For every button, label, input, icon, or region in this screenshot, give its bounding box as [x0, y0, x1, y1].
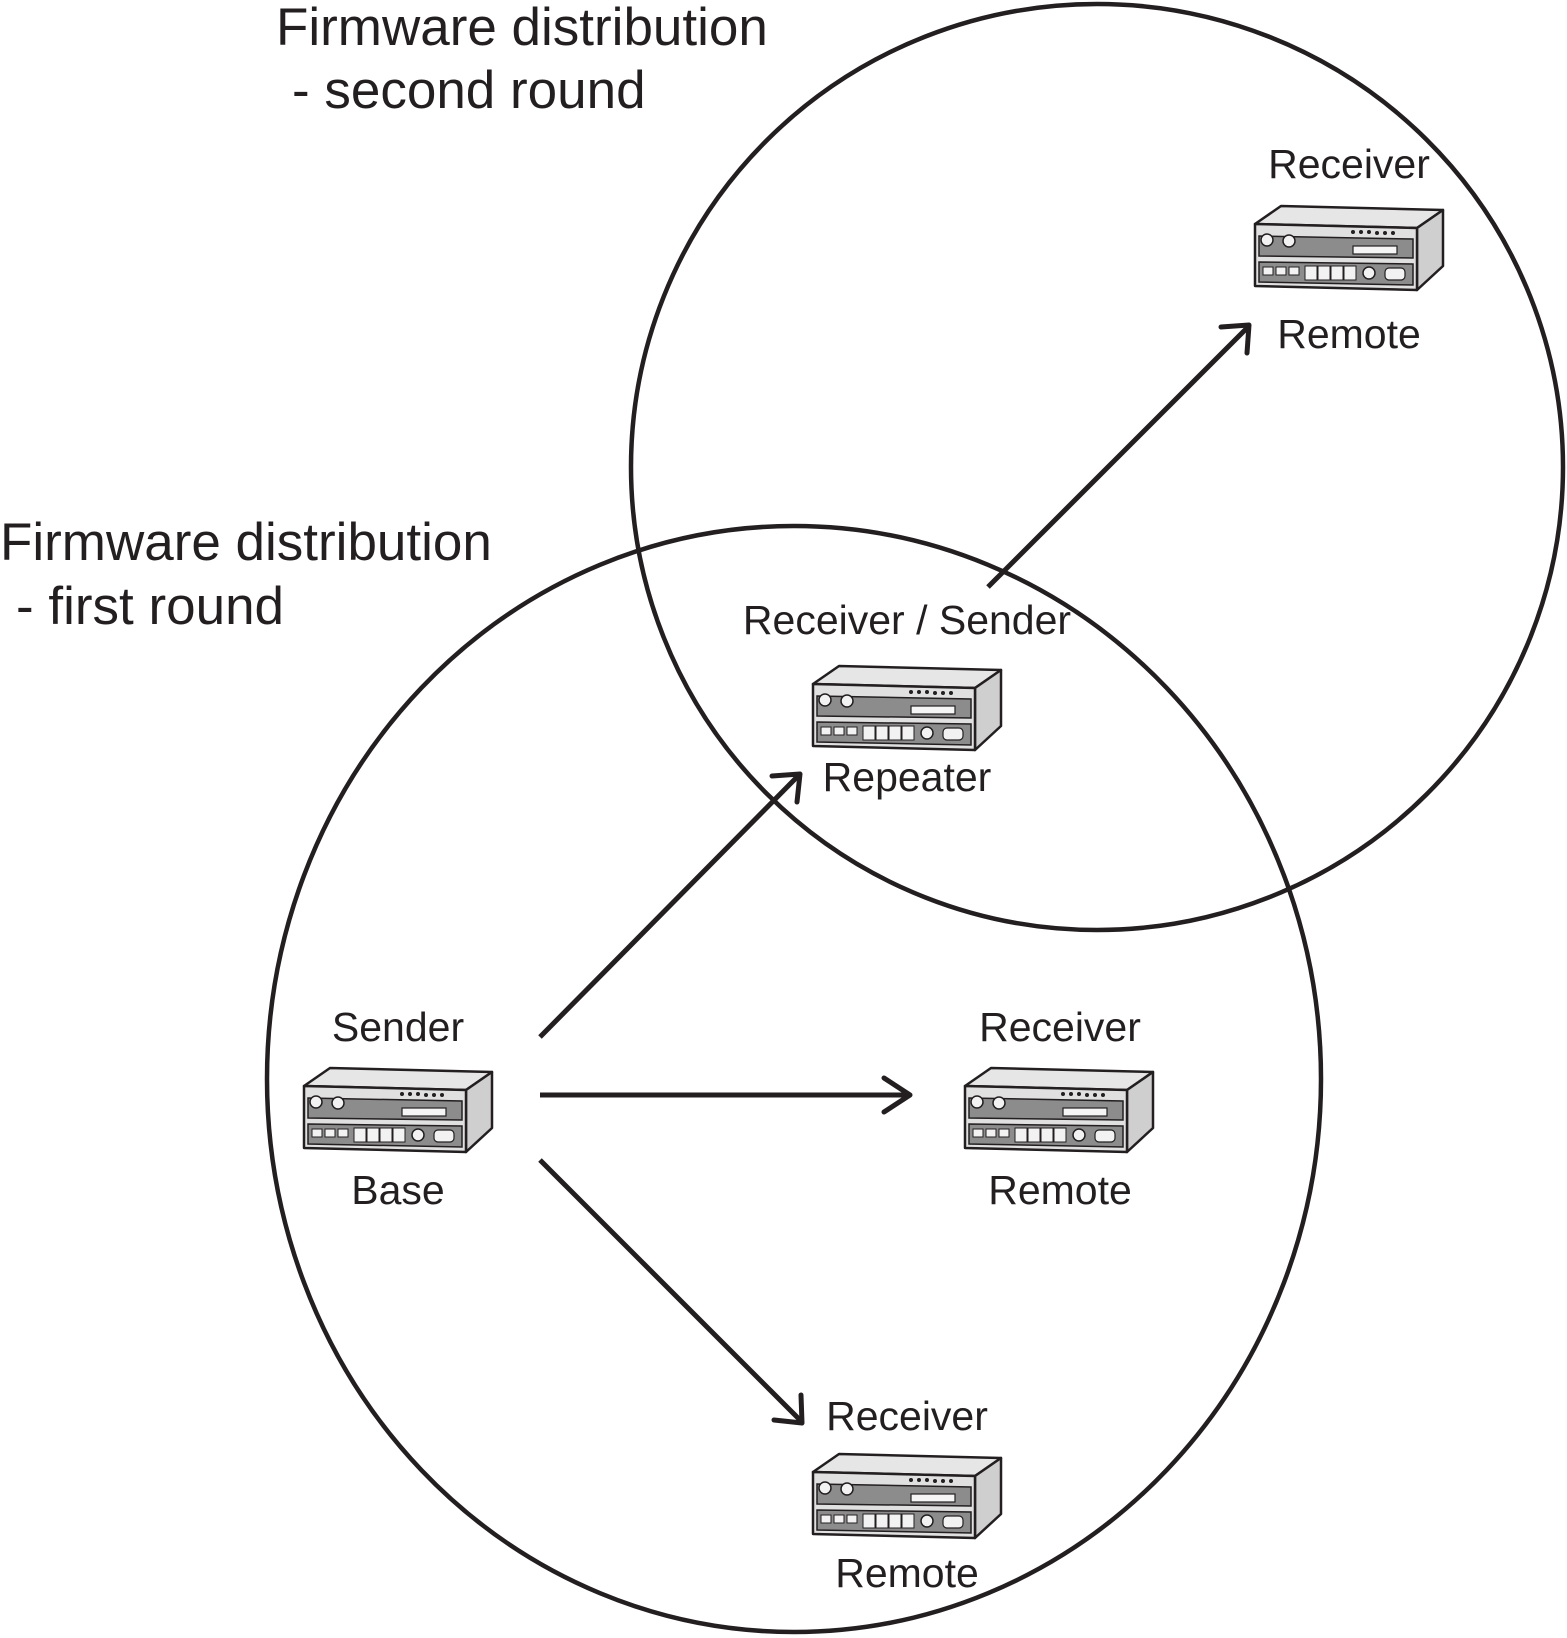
node-base: Sender Base	[302, 1004, 494, 1213]
first-round-title-line2: - first round	[16, 577, 284, 636]
node-repeater-role: Receiver / Sender	[743, 597, 1071, 643]
node-remote-right: Receiver Remote	[963, 1004, 1155, 1213]
radio-device-icon	[811, 1452, 1003, 1540]
second-round-range-circle	[628, 1, 1566, 933]
arrow-base-to-repeater	[538, 771, 803, 1039]
node-remote-top-role: Receiver	[1268, 141, 1430, 187]
radio-device-icon	[963, 1066, 1155, 1154]
second-round-title-line1: Firmware distribution	[276, 0, 768, 57]
arrow-base-to-remote-right	[540, 1075, 913, 1115]
node-remote-top: Receiver Remote	[1253, 141, 1445, 357]
node-repeater-name: Repeater	[823, 754, 992, 800]
radio-device-icon	[302, 1066, 494, 1154]
node-remote-right-name: Remote	[988, 1167, 1132, 1213]
radio-device-icon	[811, 664, 1003, 752]
node-remote-right-role: Receiver	[979, 1004, 1141, 1050]
arrow-base-to-remote-bottom	[538, 1158, 805, 1426]
second-round-title-line2: - second round	[292, 61, 646, 120]
node-base-name: Base	[351, 1167, 444, 1213]
node-remote-bottom: Receiver Remote	[811, 1393, 1003, 1596]
node-repeater: Receiver / Sender Repeater	[743, 597, 1071, 800]
node-remote-bottom-role: Receiver	[826, 1393, 988, 1439]
node-remote-top-name: Remote	[1277, 311, 1421, 357]
radio-device-icon	[1253, 204, 1445, 292]
node-base-role: Sender	[332, 1004, 464, 1050]
arrow-repeater-to-remote-top	[986, 322, 1252, 589]
first-round-range-circle	[264, 523, 1324, 1635]
node-remote-bottom-name: Remote	[835, 1550, 979, 1596]
first-round-title-line1: Firmware distribution	[0, 513, 492, 572]
